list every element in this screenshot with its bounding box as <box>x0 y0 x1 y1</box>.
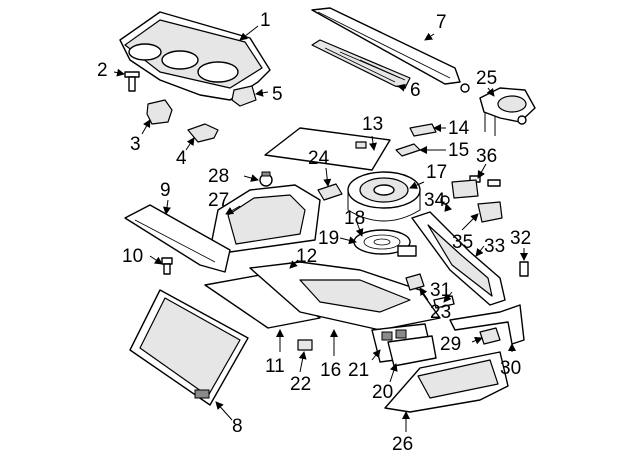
part-35-latch <box>477 201 503 223</box>
callout-19: 19 <box>318 228 339 249</box>
callout-3: 3 <box>130 134 141 155</box>
callout-12: 12 <box>296 246 317 267</box>
part-5-bracket <box>231 85 257 107</box>
callout-32: 32 <box>510 228 531 249</box>
callout-27: 27 <box>208 190 229 211</box>
callout-33: 33 <box>484 236 505 257</box>
part-34b-latch <box>451 179 479 199</box>
callout-18: 18 <box>344 208 365 229</box>
callout-8: 8 <box>232 416 243 437</box>
callout-28: 28 <box>208 166 229 187</box>
callout-22: 22 <box>290 374 311 395</box>
part-22-clip <box>297 339 313 351</box>
part-20-module <box>387 335 437 367</box>
callout-5: 5 <box>272 84 283 105</box>
callout-20: 20 <box>372 382 393 403</box>
part-6-7-sunshade <box>311 7 470 93</box>
callout-34: 34 <box>424 190 446 211</box>
part-27-side-trim <box>211 184 321 253</box>
callout-13: 13 <box>362 114 383 135</box>
part-28-fastener <box>259 171 273 187</box>
callout-6: 6 <box>410 80 421 101</box>
part-10-clip <box>161 257 173 275</box>
part-23-bracket <box>405 273 425 291</box>
part-8-panel <box>129 289 249 406</box>
callout-21: 21 <box>348 360 369 381</box>
callout-4: 4 <box>176 148 187 169</box>
part-17-spare-tire <box>347 171 421 222</box>
part-29-bracket <box>479 327 501 345</box>
part-24-lamp <box>317 183 343 201</box>
part-30-trim-strip <box>449 304 525 345</box>
callout-14: 14 <box>448 118 470 139</box>
part-2-clip <box>124 71 140 92</box>
callout-30: 30 <box>500 358 521 379</box>
part-13-mat <box>264 127 391 171</box>
part-33-side-trim <box>411 211 506 306</box>
part-9-sill-plate <box>124 204 231 273</box>
part-32-bulb <box>519 261 529 277</box>
callout-36: 36 <box>476 146 497 167</box>
leader-lines <box>113 25 528 432</box>
callout-1: 1 <box>260 10 271 31</box>
part-14-pad <box>409 123 437 137</box>
part-26-rear-panel <box>384 351 509 413</box>
part-25-motor <box>479 87 536 136</box>
part-12-floor-panel <box>249 261 441 331</box>
callout-16: 16 <box>320 360 341 381</box>
callout-9: 9 <box>160 180 171 201</box>
part-15-pad <box>395 143 421 157</box>
callout-23: 23 <box>430 302 451 323</box>
callout-29: 29 <box>440 334 461 355</box>
callout-10: 10 <box>122 246 143 267</box>
callout-24: 24 <box>308 148 330 169</box>
callout-26: 26 <box>392 434 413 455</box>
callout-31: 31 <box>430 280 451 301</box>
callout-15: 15 <box>448 140 469 161</box>
callout-35: 35 <box>452 232 473 253</box>
part-4-bracket <box>187 123 219 143</box>
part-11-load-floor <box>204 274 321 329</box>
callout-11: 11 <box>265 356 285 377</box>
part-3-bracket <box>146 99 173 125</box>
callout-2: 2 <box>97 60 108 81</box>
callout-17: 17 <box>426 162 447 183</box>
callout-25: 25 <box>476 68 497 89</box>
callout-labels: 1 2 3 4 5 6 7 8 9 10 11 12 13 14 15 16 1… <box>97 10 531 455</box>
callout-7: 7 <box>436 12 447 33</box>
part-18-jack <box>397 245 417 257</box>
part-1-package-shelf <box>119 11 271 101</box>
